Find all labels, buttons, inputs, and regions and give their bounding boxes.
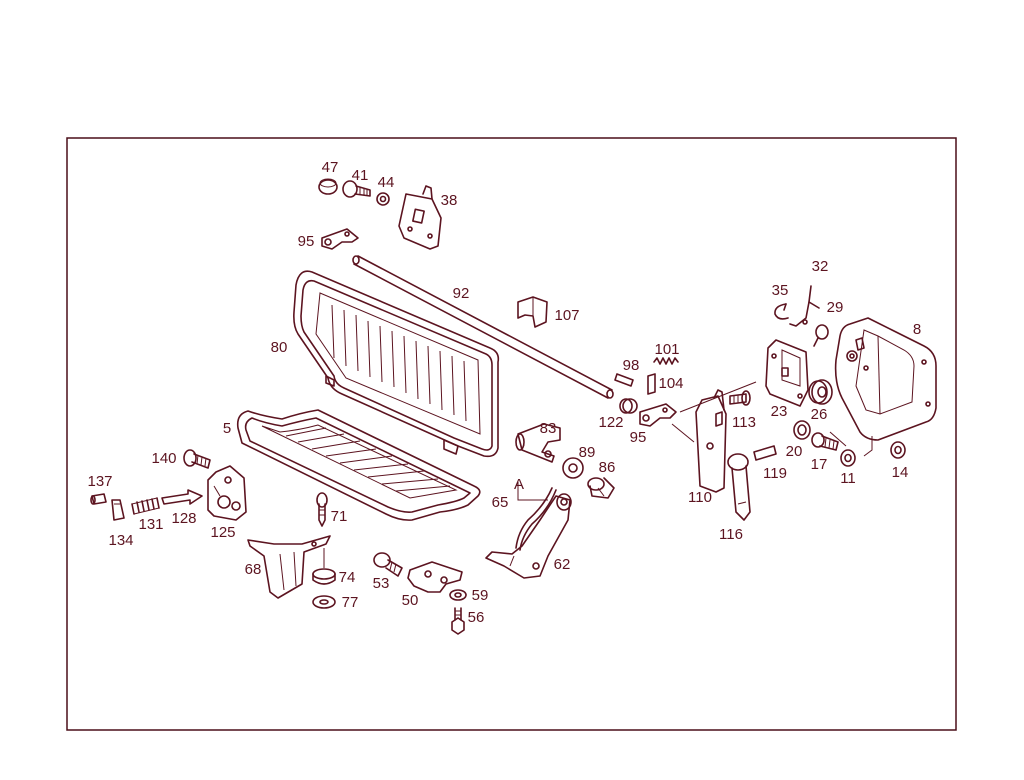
part-label-p26: 26 [811,406,828,423]
part-29-knob-drawing [813,324,829,347]
part-label-p14: 14 [892,464,909,481]
part-38-bracket-drawing [398,185,442,250]
part-label-p92: 92 [453,285,470,302]
part-label-p74: 74 [339,569,356,586]
part-label-p68: 68 [245,561,262,578]
part-label-p83: 83 [540,420,557,437]
part-label-p32: 32 [812,258,829,275]
part-77-washer-drawing [312,595,336,609]
part-47-cap-drawing [318,178,338,195]
part-label-p62: 62 [554,556,571,573]
part-label-p17: 17 [811,456,828,473]
part-50-latch-plate-drawing [407,561,463,593]
part-label-p38: 38 [441,192,458,209]
part-label-p71: 71 [331,508,348,525]
part-label-p98: 98 [623,357,640,374]
part-label-p8: 8 [913,321,921,338]
part-label-p89: 89 [579,444,596,461]
part-20-washer-drawing [793,420,811,440]
part-131-spring-drawing [131,497,160,515]
part-35-circlip-drawing [774,303,789,320]
part-62-bracket-drawing [485,493,572,579]
part-95-latch-upper-drawing [321,228,359,250]
part-92-rod-drawing [352,255,614,399]
part-74-buffer-drawing [312,548,336,585]
part-label-p128: 128 [171,510,196,527]
part-32-wire-link-drawing [789,285,820,327]
part-label-p53: 53 [373,575,390,592]
part-65-rod-drawing [515,482,557,551]
part-104-sleeve-drawing [647,373,656,395]
part-53-bolt-drawing [373,552,403,577]
part-label-p59: 59 [472,587,489,604]
part-119-pin-drawing [753,445,777,461]
part-101-spring-drawing [653,357,679,365]
part-label-p65: 65 [492,494,509,511]
part-label-p41: 41 [352,167,369,184]
part-label-p23: 23 [771,403,788,420]
part-label-p113: 113 [732,414,756,431]
part-83-hinge-drawing [515,423,561,463]
diagram-frame [66,137,957,731]
part-116-handle-drawing [727,453,751,521]
part-label-p131: 131 [138,516,163,533]
part-label-p125: 125 [210,524,235,541]
part-113-bolt-drawing [729,390,751,406]
part-107-clip-drawing [517,296,548,328]
part-23-plate-drawing [765,339,809,407]
part-125-latch-housing-drawing [207,465,247,521]
part-56-bolt-drawing [451,607,465,635]
part-140-bolt-drawing [183,449,211,469]
part-label-p47: 47 [322,159,339,176]
part-128-bolt-drawing [161,489,203,505]
part-label-p119: 119 [763,465,787,482]
part-label-p137: 137 [87,473,112,490]
part-label-pA: A [514,476,524,493]
part-label-p56: 56 [468,609,485,626]
part-86-bolt-drawing [587,477,615,499]
part-label-p35: 35 [772,282,789,299]
part-label-p5: 5 [223,420,231,437]
part-label-p50: 50 [402,592,419,609]
part-drawings [90,178,937,635]
part-26-grommet-drawing [808,379,833,405]
part-134-clip-drawing [111,499,125,521]
part-label-p80: 80 [271,339,288,356]
part-41-bolt-drawing [342,180,371,198]
part-95-latch-lower-drawing [639,403,677,427]
part-label-p11: 11 [840,470,856,487]
part-label-p104: 104 [658,375,683,392]
part-label-p20: 20 [786,443,803,460]
part-label-p95a: 95 [298,233,315,250]
part-label-p29: 29 [827,299,844,316]
part-59-washer-drawing [449,589,467,601]
part-44-nut-drawing [376,192,390,206]
part-label-p101: 101 [654,341,679,358]
part-label-p116: 116 [719,526,743,543]
part-5-seat-cushion-drawing [236,409,481,521]
part-110-lever-plate-drawing [695,389,727,493]
part-label-p77: 77 [342,594,359,611]
part-17-bolt-drawing [811,432,839,451]
part-8-side-housing-drawing [834,317,937,457]
part-89-washer-drawing [562,457,584,479]
part-label-p122: 122 [598,414,623,431]
part-label-p107: 107 [554,307,579,324]
part-11-washer-drawing [840,449,856,467]
part-68-support-bracket-drawing [247,535,331,599]
part-label-p95b: 95 [630,429,647,446]
part-137-pin-drawing [90,493,107,505]
part-label-p140: 140 [151,450,176,467]
part-label-p44: 44 [378,174,395,191]
part-98-pin-drawing [614,373,634,387]
part-label-p110: 110 [688,489,712,506]
part-label-p86: 86 [599,459,616,476]
part-label-p134: 134 [108,532,133,549]
part-80-seat-back-drawing [293,270,500,458]
part-122-bush-drawing [619,398,638,414]
part-14-washer-drawing [890,441,906,459]
part-71-screw-drawing [316,492,328,527]
